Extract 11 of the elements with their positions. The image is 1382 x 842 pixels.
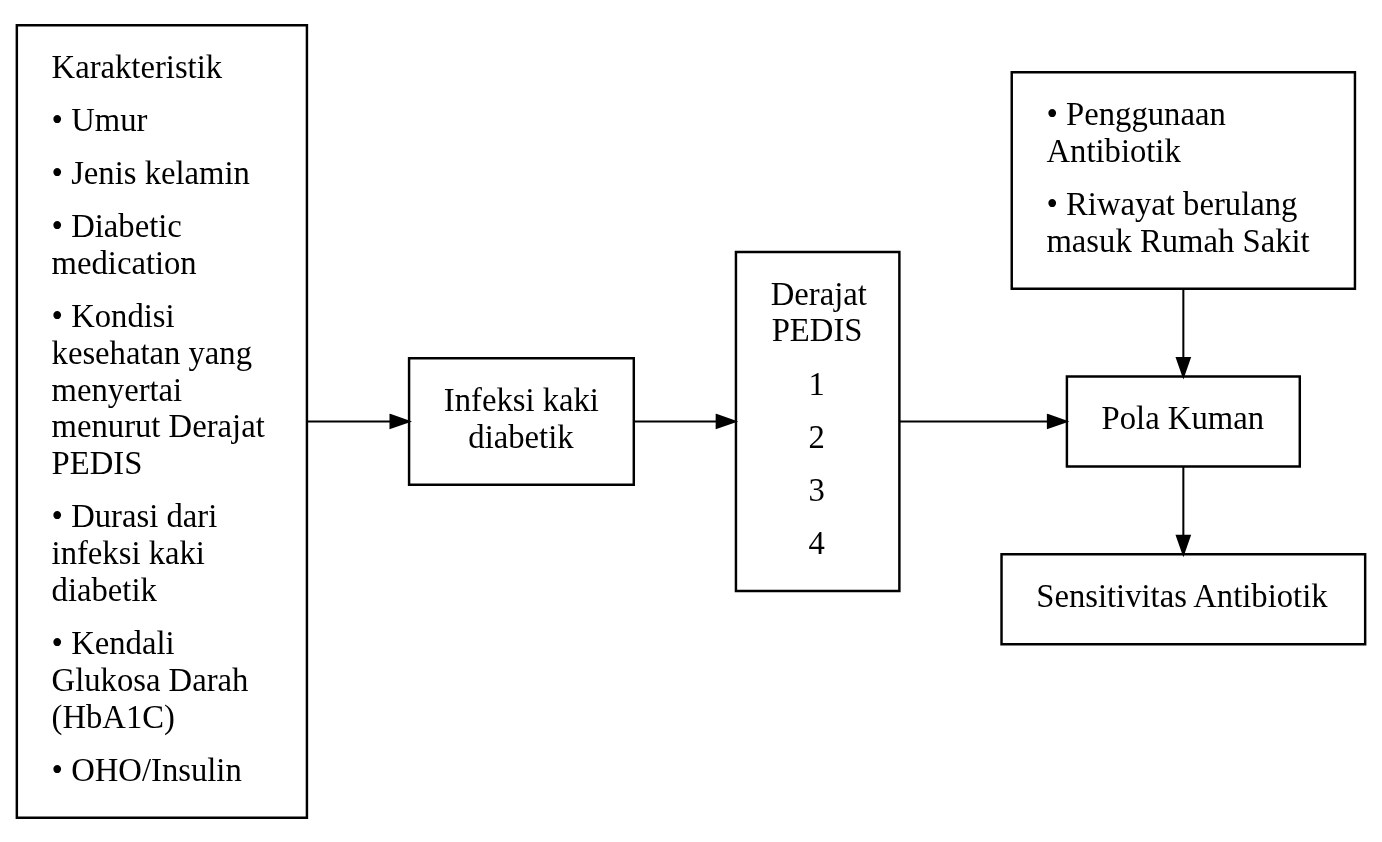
arrow: [1175, 466, 1192, 557]
arrow: [899, 413, 1070, 429]
node-box: • Penggunaan Antibiotik • Riwayat berulang masuk Rumah Sakit: [1010, 70, 1357, 290]
node-box: Sensitivitas Antibiotik: [1000, 552, 1367, 645]
node-box: Infeksi kaki diabetik: [407, 356, 636, 486]
node-box: Pola Kuman: [1065, 374, 1301, 468]
node-box: Derajat PEDIS 1 2 3 4: [734, 250, 901, 592]
node-box: Karakteristik • Umur • Jenis kelamin • Diabetic medication • Kondisi kesehatan yang menyertai menurut Derajat PEDIS • Durasi dari infeksi kaki diabetik • Kendali Glukosa Darah (HbA1C) • OHO/Insulin: [15, 23, 309, 819]
arrow: [306, 413, 412, 429]
arrow: [1175, 288, 1192, 379]
arrow: [633, 413, 739, 429]
